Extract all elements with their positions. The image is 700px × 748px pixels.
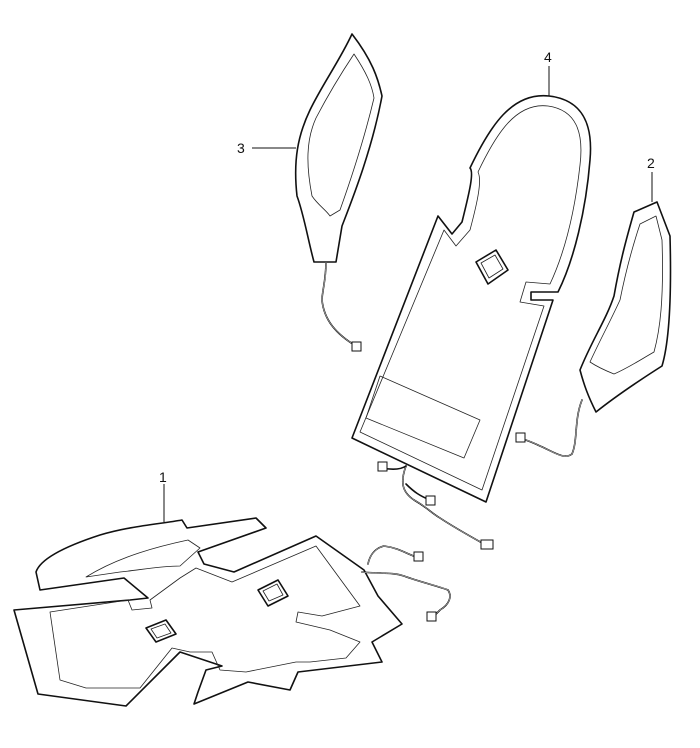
part-4-connector-c	[480, 539, 494, 550]
callout-4: 4	[544, 49, 552, 65]
part-1-connector-b	[426, 611, 437, 622]
part-2-backrest-side-heater	[515, 201, 672, 457]
part-4-connector-a	[377, 461, 388, 472]
part-4-connector-b	[425, 495, 436, 506]
part-1-connector-a	[413, 551, 424, 562]
callout-3: 3	[237, 140, 245, 156]
callout-2: 2	[647, 155, 655, 171]
part-4-backrest-heater	[351, 94, 592, 550]
callout-1: 1	[159, 469, 167, 485]
part-3-backrest-side-heater	[294, 33, 383, 352]
part-2-connector	[515, 432, 526, 443]
part-3-connector	[351, 341, 362, 352]
part-1-seat-cushion-heater	[13, 517, 451, 707]
